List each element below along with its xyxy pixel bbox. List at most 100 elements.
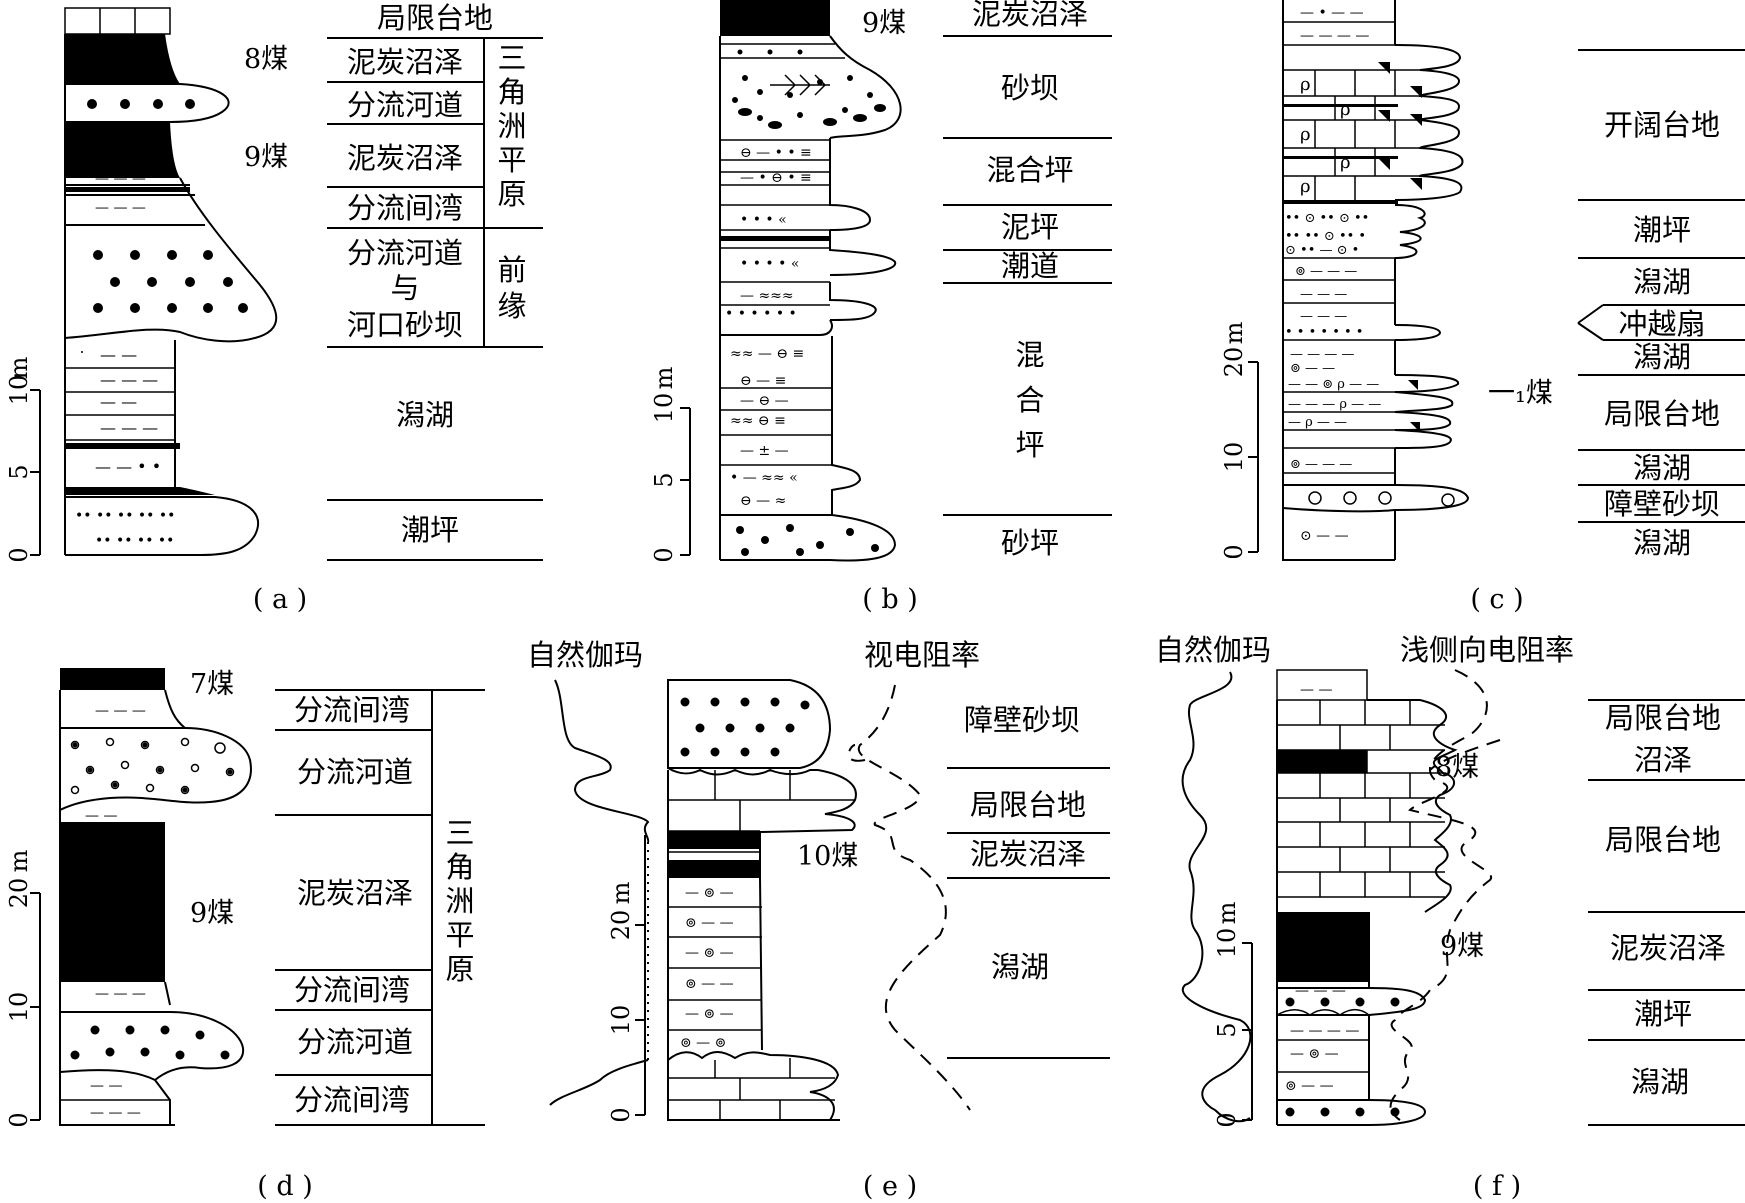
facies-label: 分流间湾 xyxy=(294,693,410,727)
coal-label: 9煤 xyxy=(1440,931,1484,962)
tick-10: 10 xyxy=(650,393,678,424)
group-label: 原 xyxy=(497,177,526,211)
facies-label: 开阔台地 xyxy=(1604,108,1720,142)
svg-text:•• ⊙ •• ⊙ ••: •• ⊙ •• ⊙ •• xyxy=(1285,211,1369,226)
facies-label: 潟湖 xyxy=(396,398,454,432)
svg-text:— — — —: — — — — xyxy=(1290,347,1354,362)
axis-unit: m xyxy=(5,849,33,872)
facies-label: 潟湖 xyxy=(991,950,1049,984)
svg-text:ρ: ρ xyxy=(1340,152,1351,173)
panel-c: 0 10 20 m — • — — — — — — ρρρ ρρ xyxy=(1220,0,1745,615)
svg-text:⊖ — • • ≡: ⊖ — • • ≡ xyxy=(740,145,812,161)
svg-text:— — —: — — — xyxy=(1300,287,1347,302)
svg-text:— ⊚ —: — ⊚ — xyxy=(685,1006,734,1022)
svg-text:— ≈≈≈: — ≈≈≈ xyxy=(740,288,794,304)
curve-label-resistivity: 视电阻率 xyxy=(864,638,980,672)
svg-text:— — —: — — — xyxy=(95,171,146,187)
facies-label: 局限台地 xyxy=(1605,701,1721,735)
coal-label: 10煤 xyxy=(797,841,858,872)
facies-label: 坪 xyxy=(1015,428,1044,462)
svg-text:⊖ — ≈: ⊖ — ≈ xyxy=(740,493,786,509)
facies-label: 冲越扇 xyxy=(1618,307,1705,341)
svg-text:— ⊚ —: — ⊚ — xyxy=(685,945,734,961)
coal-label: 9煤 xyxy=(190,898,234,929)
facies-label: 潮坪 xyxy=(1634,997,1692,1031)
coal-label: 8煤 xyxy=(1435,752,1479,783)
svg-text:— — ⊚ ρ — —: — — ⊚ ρ — — xyxy=(1288,377,1379,392)
group-label: 三 xyxy=(445,816,474,850)
svg-text:•• •• ⊙ •• •: •• •• ⊙ •• • xyxy=(1285,229,1366,244)
svg-text:— — — —: — — — — xyxy=(1290,1023,1359,1039)
panel-caption: ( b ) xyxy=(862,584,918,615)
facies-label: 潟湖 xyxy=(1633,451,1691,485)
facies-label: 分流河道 xyxy=(347,236,463,270)
tick-20: 20 xyxy=(1220,347,1248,378)
axis-unit: m xyxy=(607,881,635,904)
curve-label-resistivity: 浅侧向电阻率 xyxy=(1400,633,1574,667)
facies-label: 泥炭沼泽 xyxy=(1610,931,1726,965)
svg-text:— • — —: — • — — xyxy=(1300,5,1364,21)
facies-label: 河口砂坝 xyxy=(347,308,463,342)
curve-label-gamma: 自然伽玛 xyxy=(527,638,643,672)
svg-text:•• •• •• •• ••: •• •• •• •• •• xyxy=(75,508,175,524)
facies-table-c: 开阔台地 潮坪 潟湖 冲越扇 潟湖 局限台地 潟湖 障壁砂坝 潟湖 xyxy=(1577,49,1745,560)
scale-bar-d: 0 10 20 m xyxy=(5,849,41,1128)
axis-unit: m xyxy=(1220,321,1248,344)
resistivity-curve xyxy=(857,684,971,1111)
facies-label: 障壁砂坝 xyxy=(964,703,1080,737)
facies-table-d: 分流间湾 分流河道 泥炭沼泽 分流间湾 分流河道 分流间湾 三 角 洲 平 原 xyxy=(275,689,485,1126)
svg-text:— — —: — — — xyxy=(100,370,158,389)
group-label: 三 xyxy=(497,41,526,75)
coal-label: 9煤 xyxy=(862,8,906,39)
tick-5: 5 xyxy=(5,464,33,479)
tick-5: 5 xyxy=(650,472,678,487)
svg-text:— — —: — — — xyxy=(1295,983,1346,999)
gamma-curve xyxy=(1181,671,1252,1123)
tick-0: 0 xyxy=(5,1112,33,1127)
svg-text:— — • •: — — • • xyxy=(95,457,161,476)
scale-bar-a: 0 5 10 m xyxy=(5,356,41,563)
svg-text:≈≈ — ⊖ ≡: ≈≈ — ⊖ ≡ xyxy=(730,346,804,362)
svg-text:⊖ — ≡: ⊖ — ≡ xyxy=(740,373,786,389)
facies-label: 混 xyxy=(1015,338,1044,372)
panel-caption: ( e ) xyxy=(863,1171,917,1202)
facies-label: 局限台地 xyxy=(970,788,1086,822)
facies-table-b: 泥炭沼泽 砂坝 混合坪 泥坪 潮道 混 合 坪 砂坪 xyxy=(943,0,1112,560)
tick-10: 10 xyxy=(5,992,33,1023)
column-f: — — — — — — — — — — ⊚ — xyxy=(1276,669,1458,1126)
scale-bar-f: 0 5 10 m xyxy=(1213,901,1253,1128)
tick-10: 10 xyxy=(1213,928,1241,959)
svg-text:— — —: — — — xyxy=(90,1105,141,1121)
facies-label: 分流河道 xyxy=(347,88,463,122)
facies-label: 沼泽 xyxy=(1634,743,1692,777)
facies-label: 分流间湾 xyxy=(347,191,463,225)
facies-label: 局限台地 xyxy=(1604,397,1720,431)
svg-text:• • • • «: • • • • « xyxy=(740,256,799,272)
svg-text:— ⊖ —: — ⊖ — xyxy=(740,393,789,409)
svg-text:ρ: ρ xyxy=(1300,176,1311,197)
column-d: — — — — — — — — — — — — — xyxy=(59,668,252,1126)
facies-label: 局限台地 xyxy=(377,1,493,35)
group-label: 前 xyxy=(497,253,526,287)
coal-label: 9煤 xyxy=(244,142,288,173)
facies-label: 砂坪 xyxy=(1001,526,1059,560)
column-b: ⊖ — • • ≡ — • ⊖ • ≡ • • • « • • • • « — … xyxy=(719,0,902,562)
svg-text:• • • • • • •: • • • • • • • xyxy=(1285,325,1363,340)
column-a: — —— — — — —— — — — — • • •• •• •• •• ••… xyxy=(64,7,278,556)
svg-text:— —: — — xyxy=(90,1078,122,1094)
svg-text:— — — —: — — — — xyxy=(1300,28,1369,44)
coal-label: 7煤 xyxy=(190,669,234,700)
svg-text:— — —: — — — xyxy=(100,418,158,437)
svg-text:ρ: ρ xyxy=(1300,124,1311,145)
group-label: 原 xyxy=(445,952,474,986)
svg-text:⊚ — —: ⊚ — — xyxy=(685,915,734,931)
svg-text:⊚ — ⊚: ⊚ — ⊚ xyxy=(680,1035,726,1051)
tick-5: 5 xyxy=(1213,1022,1241,1037)
svg-text:— ⊚ —: — ⊚ — xyxy=(685,885,734,901)
svg-text:— ⊚ —: — ⊚ — xyxy=(1290,1046,1339,1062)
panel-b: 0 5 10 m ⊖ — • • ≡ — • ⊖ • ≡ • • • « • •… xyxy=(650,0,1112,615)
facies-label: 分流河道 xyxy=(297,755,413,789)
svg-text:— • ⊖ • ≡: — • ⊖ • ≡ xyxy=(740,170,812,186)
svg-text:⊙ — —: ⊙ — — xyxy=(1300,528,1349,544)
